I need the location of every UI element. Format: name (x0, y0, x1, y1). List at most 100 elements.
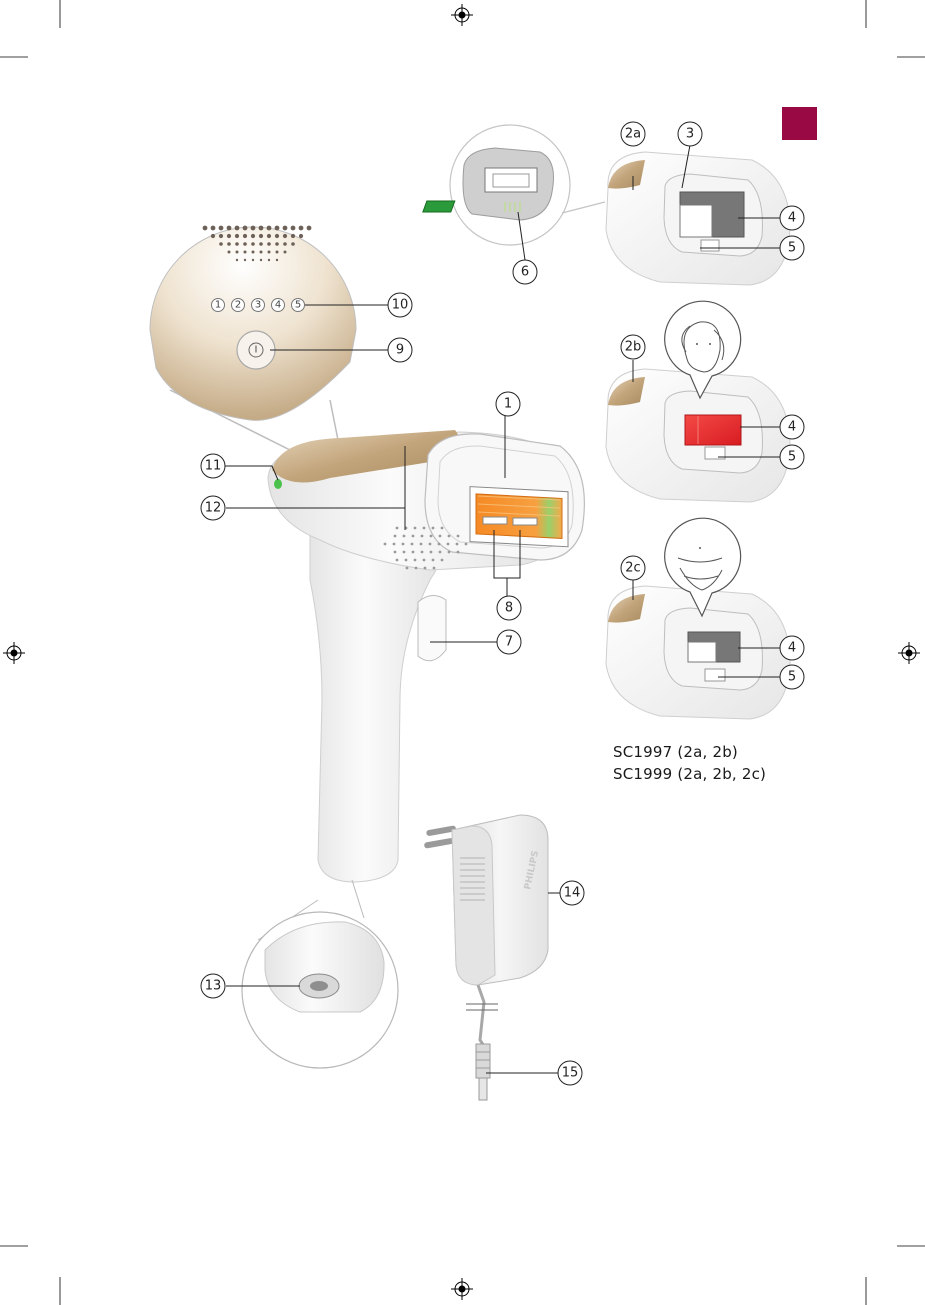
callout-2c: 2c (621, 556, 645, 580)
svg-text:6: 6 (521, 265, 529, 280)
air-vent-hole (394, 535, 397, 538)
vent-dot (227, 242, 231, 246)
vent-dot (219, 242, 223, 246)
flash-button[interactable] (418, 595, 446, 660)
callout-11: 11 (201, 454, 225, 478)
svg-text:13: 13 (205, 979, 222, 994)
main-device (268, 430, 584, 882)
vent-dot (283, 242, 287, 246)
air-vent-hole (447, 543, 450, 546)
air-vent-hole (396, 527, 399, 530)
svg-text:4: 4 (788, 641, 796, 656)
air-vent-hole (448, 535, 451, 538)
svg-text:2a: 2a (625, 127, 641, 142)
intensity-level-5: 5 (295, 300, 301, 311)
light-filter-2b (685, 415, 741, 445)
callout-4b: 4 (780, 415, 804, 439)
power-symbol: I (255, 345, 258, 356)
svg-text:5: 5 (788, 450, 796, 465)
svg-text:9: 9 (396, 343, 404, 358)
air-vent-hole (421, 551, 424, 554)
vent-dot (244, 251, 247, 254)
air-vent-hole (402, 543, 405, 546)
vent-dot (211, 234, 215, 238)
air-vent-hole (415, 567, 418, 570)
air-vent-hole (405, 559, 408, 562)
air-vent-hole (406, 567, 409, 570)
registration-mark-bottom (451, 1278, 473, 1300)
vent-dot (252, 251, 255, 254)
vent-dot (235, 226, 240, 231)
callout-5c: 5 (780, 665, 804, 689)
vent-dot (243, 242, 247, 246)
svg-text:1: 1 (504, 397, 512, 412)
svg-text:7: 7 (505, 635, 513, 650)
svg-text:10: 10 (392, 298, 409, 313)
air-vent-hole (411, 543, 414, 546)
vent-dot (307, 226, 312, 231)
control-panel-detail: 1 2 3 4 5 I (150, 226, 356, 465)
vent-dot (267, 234, 271, 238)
air-vent-hole (439, 535, 442, 538)
air-vent-hole (441, 527, 444, 530)
vent-dot (291, 226, 296, 231)
registration-mark-top (451, 4, 473, 26)
air-vent-hole (424, 567, 427, 570)
vent-dot (219, 226, 224, 231)
svg-text:5: 5 (788, 670, 796, 685)
attachment-body (423, 125, 605, 245)
callout-5a: 5 (780, 236, 804, 260)
callout-4a: 4 (780, 206, 804, 230)
skin-tone-sensor-2a (701, 240, 719, 251)
vent-dot (244, 259, 246, 261)
vent-dot (276, 251, 279, 254)
callout-1: 1 (496, 392, 520, 416)
vent-dot (227, 234, 231, 238)
vent-dot (236, 251, 239, 254)
intensity-level-1: 1 (215, 300, 221, 311)
registration-mark-right (898, 642, 920, 664)
vent-dot (275, 242, 279, 246)
vent-dot (268, 251, 271, 254)
svg-text:15: 15 (562, 1066, 579, 1081)
vent-dot (259, 226, 264, 231)
svg-text:2c: 2c (625, 561, 640, 576)
vent-dot (267, 226, 272, 231)
air-vent-hole (420, 543, 423, 546)
vent-dot (243, 234, 247, 238)
light-filter-2c (688, 642, 716, 662)
vent-dot (203, 226, 208, 231)
vent-dot (235, 242, 239, 246)
vent-dot (219, 234, 223, 238)
callout-8: 8 (497, 596, 521, 620)
light-filter-2a (680, 205, 712, 237)
callout-4c: 4 (780, 636, 804, 660)
vent-dot (243, 226, 248, 231)
air-vent-hole (457, 535, 460, 538)
power-button[interactable]: I (237, 331, 275, 369)
section-tab (782, 107, 817, 140)
model-line-sc1999: SC1999 (2a, 2b, 2c) (613, 763, 766, 785)
air-vent-hole (438, 543, 441, 546)
vent-dot (235, 234, 239, 238)
callout-13: 13 (201, 974, 225, 998)
air-vent-hole (448, 551, 451, 554)
svg-text:12: 12 (205, 501, 222, 516)
air-vent-hole (423, 559, 426, 562)
model-list: SC1997 (2a, 2b) SC1999 (2a, 2b, 2c) (613, 741, 766, 785)
callout-7: 7 (497, 630, 521, 654)
adapter: PHILIPS (424, 815, 548, 1100)
air-vent-hole (432, 527, 435, 530)
vent-dot (291, 242, 295, 246)
callout-9: 9 (388, 338, 412, 362)
air-vent-hole (439, 551, 442, 554)
air-vent-hole (414, 527, 417, 530)
air-vent-hole (403, 535, 406, 538)
vent-dot (299, 234, 303, 238)
air-vent-hole (421, 535, 424, 538)
svg-text:2b: 2b (625, 340, 642, 355)
air-vent-hole (412, 551, 415, 554)
vent-dot (283, 226, 288, 231)
air-vent-hole (432, 559, 435, 562)
callout-6: 6 (513, 260, 537, 284)
